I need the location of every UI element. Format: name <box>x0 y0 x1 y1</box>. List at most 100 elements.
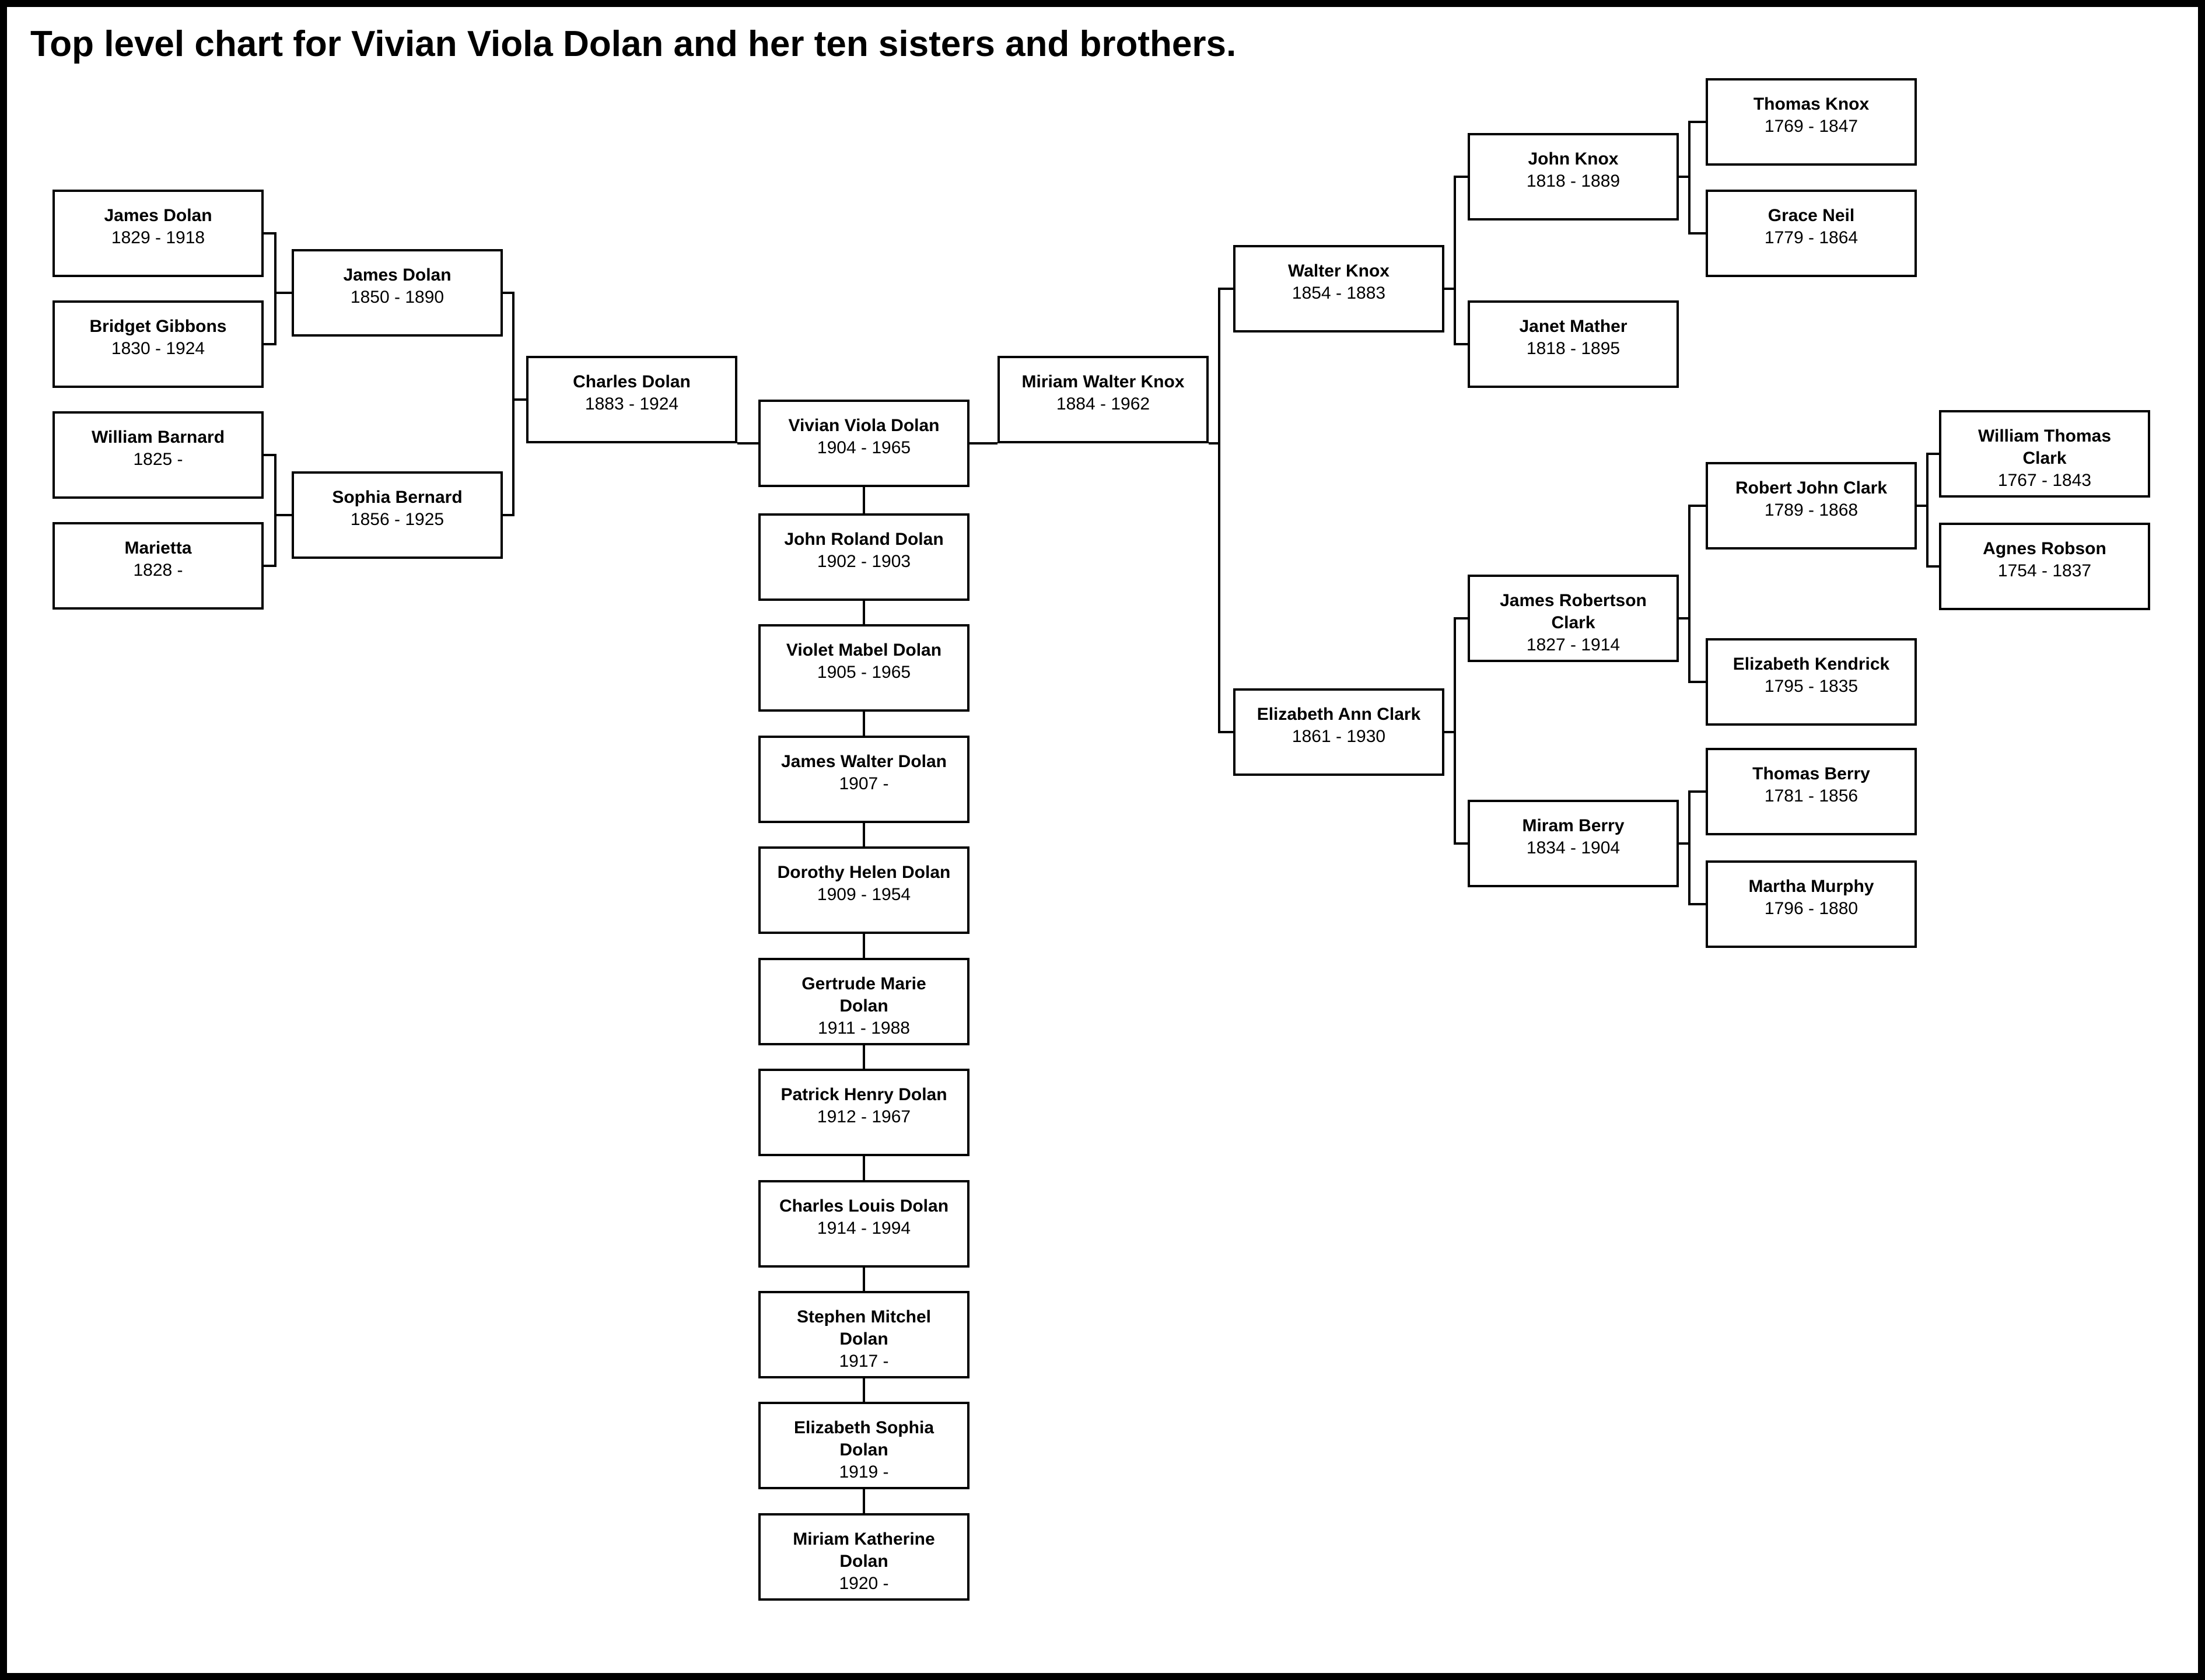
person-box-john-roland-dolan[interactable]: John Roland Dolan 1902 - 1903 <box>758 513 970 601</box>
person-name: James Robertson Clark <box>1500 591 1647 632</box>
person-dates: 1767 - 1843 <box>1997 471 2092 490</box>
person-name: Agnes Robson <box>1983 539 2106 558</box>
person-name: Martha Murphy <box>1748 877 1874 896</box>
person-box-vivian-viola-dolan[interactable]: Vivian Viola Dolan 1904 - 1965 <box>758 400 970 487</box>
person-dates: 1861 - 1930 <box>1292 727 1386 746</box>
person-box-elizabeth-ann-clark[interactable]: Elizabeth Ann Clark 1861 - 1930 <box>1233 688 1444 776</box>
person-name: William Thomas Clark <box>1978 426 2112 468</box>
person-box-james-walter-dolan[interactable]: James Walter Dolan 1907 - <box>758 736 970 823</box>
person-name: Elizabeth Sophia Dolan <box>793 1418 935 1460</box>
person-dates: 1904 - 1965 <box>817 438 911 457</box>
person-dates: 1914 - 1994 <box>817 1219 911 1238</box>
person-name: Miriam Katherine Dolan <box>793 1530 935 1571</box>
person-box-violet-mabel-dolan[interactable]: Violet Mabel Dolan 1905 - 1965 <box>758 624 970 712</box>
person-dates: 1829 - 1918 <box>111 228 205 247</box>
person-dates: 1769 - 1847 <box>1764 117 1859 136</box>
person-name: Robert John Clark <box>1735 478 1888 498</box>
person-name: Gertrude Marie Dolan <box>802 974 926 1016</box>
person-name: James Dolan <box>343 265 452 285</box>
person-name: Thomas Knox <box>1753 94 1870 114</box>
person-name: Elizabeth Ann Clark <box>1256 705 1421 724</box>
person-box-bridget-gibbons[interactable]: Bridget Gibbons 1830 - 1924 <box>52 300 264 388</box>
person-box-james-dolan-sr[interactable]: James Dolan 1829 - 1918 <box>52 190 264 277</box>
person-dates: 1830 - 1924 <box>111 339 205 358</box>
person-dates: 1909 - 1954 <box>817 885 911 904</box>
person-dates: 1827 - 1914 <box>1526 635 1620 654</box>
person-dates: 1917 - <box>839 1352 889 1371</box>
person-name: Miram Berry <box>1522 816 1625 835</box>
person-name: Charles Dolan <box>573 372 691 391</box>
person-name: James Walter Dolan <box>781 752 947 771</box>
chart-title: Top level chart for Vivian Viola Dolan a… <box>30 24 1237 64</box>
person-box-thomas-berry[interactable]: Thomas Berry 1781 - 1856 <box>1706 748 1917 835</box>
person-box-james-robertson-clark[interactable]: James Robertson Clark 1827 - 1914 <box>1468 575 1679 662</box>
person-name: Janet Mather <box>1519 317 1628 336</box>
person-box-agnes-robson[interactable]: Agnes Robson 1754 - 1837 <box>1939 523 2150 610</box>
person-dates: 1789 - 1868 <box>1764 501 1859 520</box>
person-dates: 1834 - 1904 <box>1526 838 1620 858</box>
person-box-robert-john-clark[interactable]: Robert John Clark 1789 - 1868 <box>1706 462 1917 550</box>
person-box-sophia-bernard[interactable]: Sophia Bernard 1856 - 1925 <box>292 471 503 559</box>
person-box-william-thomas-clark[interactable]: William Thomas Clark 1767 - 1843 <box>1939 410 2150 498</box>
person-dates: 1854 - 1883 <box>1292 284 1386 303</box>
person-dates: 1884 - 1962 <box>1056 394 1150 414</box>
person-dates: 1911 - 1988 <box>818 1019 910 1038</box>
person-name: Bridget Gibbons <box>89 317 227 336</box>
person-box-miriam-katherine-dolan[interactable]: Miriam Katherine Dolan 1920 - <box>758 1513 970 1601</box>
person-name: William Barnard <box>91 428 225 447</box>
person-dates: 1825 - <box>133 450 183 469</box>
person-name: Sophia Bernard <box>332 488 463 507</box>
person-name: Patrick Henry Dolan <box>780 1085 947 1104</box>
person-dates: 1919 - <box>839 1462 889 1482</box>
person-box-gertrude-marie-dolan[interactable]: Gertrude Marie Dolan 1911 - 1988 <box>758 958 970 1045</box>
person-name: Thomas Berry <box>1752 764 1870 783</box>
person-box-william-barnard[interactable]: William Barnard 1825 - <box>52 411 264 499</box>
person-dates: 1883 - 1924 <box>584 394 679 414</box>
person-dates: 1818 - 1889 <box>1526 172 1620 191</box>
person-name: Walter Knox <box>1288 261 1390 281</box>
person-box-elizabeth-kendrick[interactable]: Elizabeth Kendrick 1795 - 1835 <box>1706 638 1917 726</box>
person-box-charles-dolan[interactable]: Charles Dolan 1883 - 1924 <box>526 356 737 443</box>
person-box-patrick-henry-dolan[interactable]: Patrick Henry Dolan 1912 - 1967 <box>758 1069 970 1156</box>
person-name: John Roland Dolan <box>784 530 944 549</box>
person-box-martha-murphy[interactable]: Martha Murphy 1796 - 1880 <box>1706 860 1917 948</box>
person-dates: 1850 - 1890 <box>350 288 444 307</box>
person-box-dorothy-helen-dolan[interactable]: Dorothy Helen Dolan 1909 - 1954 <box>758 846 970 934</box>
person-name: Miriam Walter Knox <box>1021 372 1185 391</box>
person-dates: 1828 - <box>133 561 183 580</box>
person-name: James Dolan <box>104 206 212 225</box>
person-dates: 1818 - 1895 <box>1526 339 1620 358</box>
person-dates: 1902 - 1903 <box>817 552 911 571</box>
person-box-miram-berry[interactable]: Miram Berry 1834 - 1904 <box>1468 800 1679 887</box>
person-dates: 1920 - <box>839 1574 889 1593</box>
person-name: Violet Mabel Dolan <box>786 640 942 660</box>
person-box-marietta[interactable]: Marietta 1828 - <box>52 522 264 610</box>
person-box-thomas-knox[interactable]: Thomas Knox 1769 - 1847 <box>1706 78 1917 166</box>
person-name: Dorothy Helen Dolan <box>777 863 951 882</box>
person-box-james-dolan-jr[interactable]: James Dolan 1850 - 1890 <box>292 249 503 337</box>
person-box-charles-louis-dolan[interactable]: Charles Louis Dolan 1914 - 1994 <box>758 1180 970 1268</box>
person-dates: 1905 - 1965 <box>817 663 911 682</box>
person-dates: 1781 - 1856 <box>1764 786 1859 806</box>
person-name: Grace Neil <box>1768 206 1855 225</box>
person-name: Charles Louis Dolan <box>779 1196 949 1216</box>
person-name: John Knox <box>1528 149 1619 169</box>
person-dates: 1856 - 1925 <box>350 510 444 529</box>
person-dates: 1795 - 1835 <box>1764 677 1859 696</box>
person-name: Marietta <box>124 538 192 558</box>
person-box-miriam-walter-knox[interactable]: Miriam Walter Knox 1884 - 1962 <box>998 356 1209 443</box>
person-name: Elizabeth Kendrick <box>1732 654 1890 674</box>
person-dates: 1754 - 1837 <box>1997 561 2092 580</box>
person-box-stephen-mitchel-dolan[interactable]: Stephen Mitchel Dolan 1917 - <box>758 1291 970 1378</box>
person-dates: 1779 - 1864 <box>1764 228 1859 247</box>
person-box-janet-mather[interactable]: Janet Mather 1818 - 1895 <box>1468 300 1679 388</box>
person-name: Vivian Viola Dolan <box>788 416 940 435</box>
person-box-elizabeth-sophia-dolan[interactable]: Elizabeth Sophia Dolan 1919 - <box>758 1402 970 1489</box>
person-box-walter-knox[interactable]: Walter Knox 1854 - 1883 <box>1233 245 1444 332</box>
person-dates: 1907 - <box>839 774 889 793</box>
person-dates: 1796 - 1880 <box>1764 899 1859 918</box>
person-box-grace-neil[interactable]: Grace Neil 1779 - 1864 <box>1706 190 1917 277</box>
person-box-john-knox[interactable]: John Knox 1818 - 1889 <box>1468 133 1679 220</box>
